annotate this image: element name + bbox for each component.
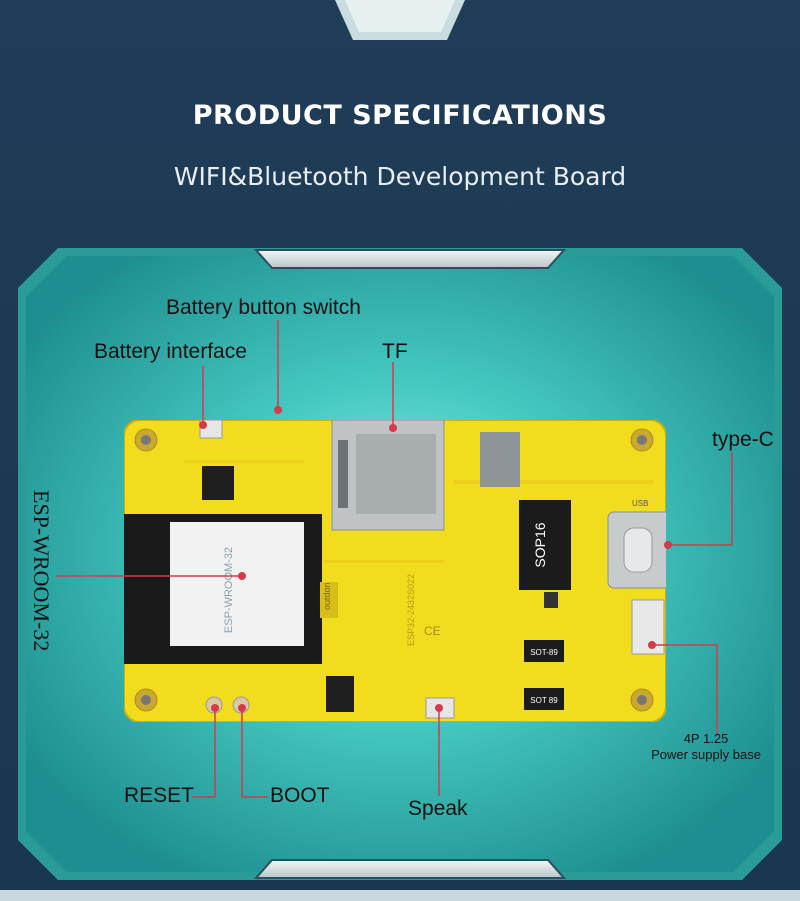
page-title: PRODUCT SPECIFICATIONS (192, 100, 608, 131)
label-speak: Speak (408, 797, 468, 820)
bottom-strip (0, 890, 800, 901)
label-esp-wroom-32: ESP-WROOM-32 (29, 490, 54, 652)
label-battery-interface: Battery interface (94, 340, 247, 363)
label-power-line1: 4P 1.25 (683, 731, 729, 746)
module-silkscreen: ESP-WROOM-32 (223, 547, 235, 633)
board-model: ESP32-2432S022 (406, 574, 416, 646)
label-power-line2: Power supply base (651, 747, 761, 762)
label-reset: RESET (124, 784, 195, 807)
sot-chip-2: SOT 89 (530, 696, 558, 705)
brand-label: outdon (322, 582, 332, 610)
sop16-label: SOP16 (532, 522, 548, 567)
label-power-supply: 4P 1.25 Power supply base (646, 731, 766, 763)
label-tf: TF (382, 340, 408, 363)
label-battery-button-switch: Battery button switch (166, 296, 361, 319)
label-boot: BOOT (270, 784, 330, 807)
ce-mark: CE (424, 624, 441, 638)
esp32-board: ESP-WROOM-32 SOP16 USB SOT-89 SOT 89 ESP… (124, 420, 666, 722)
top-tab-decoration (335, 0, 465, 40)
label-type-c: type-C (712, 428, 774, 451)
sot-chip-1: SOT-89 (530, 648, 558, 657)
usb-label: USB (632, 499, 648, 508)
page-subtitle: WIFI&Bluetooth Development Board (173, 162, 627, 191)
sop16-chip (519, 500, 571, 590)
